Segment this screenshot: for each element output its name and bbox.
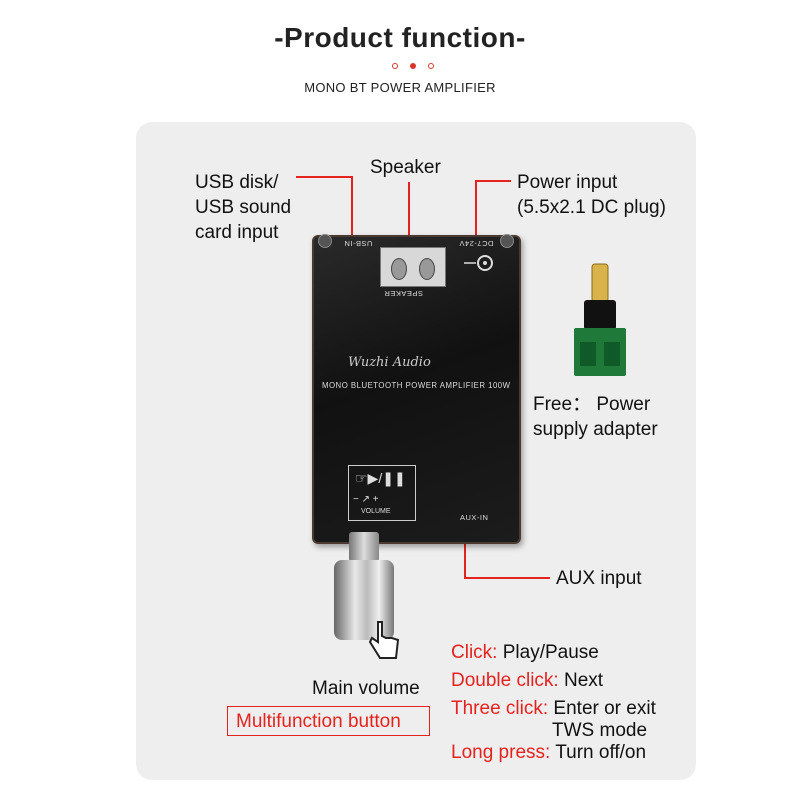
usb-pointer-line-v	[351, 176, 353, 238]
knob-shaft	[349, 532, 379, 562]
dot-outline	[428, 63, 434, 69]
hand-play-pause-icon: ☞▶/❚❚	[355, 470, 406, 486]
function-three-click: Three click: Enter or exit	[451, 698, 656, 719]
aux-pointer-line-v	[464, 540, 466, 578]
page-title: -Product function-	[274, 22, 526, 53]
dot-outline	[392, 63, 398, 69]
amplifier-board: USB-IN DC7-24V SPEAKER Wuzhi Audio MONO …	[312, 234, 521, 544]
power-label-1: Power input	[517, 172, 618, 193]
control-legend: ☞▶/❚❚ − ↗ + VOLUME	[348, 465, 416, 521]
speaker-pointer-line	[408, 182, 410, 242]
function-double-click: Double click: Next	[451, 670, 604, 691]
aux-in-marking: AUX-IN	[460, 513, 489, 522]
speaker-marking: SPEAKER	[384, 289, 423, 298]
dc-power-adapter-image	[574, 263, 626, 376]
screw-icon	[500, 234, 514, 248]
page-subtitle: MONO BT POWER AMPLIFIER	[304, 80, 496, 95]
speaker-label: Speaker	[370, 157, 441, 178]
dc-polarity-icon	[464, 255, 493, 271]
volume-marking: VOLUME	[361, 508, 391, 515]
usb-label-1: USB disk/	[195, 172, 279, 193]
aux-label: AUX input	[556, 568, 642, 589]
function-click: Click: Play/Pause	[451, 642, 599, 663]
model-marking: MONO BLUETOOTH POWER AMPLIFIER 100W	[322, 381, 511, 390]
title-dots	[386, 62, 446, 72]
screw-icon	[318, 234, 332, 248]
speaker-terminal-block	[380, 247, 446, 287]
multifunction-label: Multifunction button	[236, 711, 401, 732]
free-adapter-label-2: supply adapter	[533, 419, 658, 440]
power-pointer-line-h	[475, 180, 511, 182]
aux-pointer-line-h	[464, 577, 550, 579]
volume-knob[interactable]	[334, 560, 394, 640]
volume-curve-icon: − ↗ +	[353, 494, 379, 505]
usb-label-3: card input	[195, 222, 279, 243]
usb-pointer-line-h	[296, 176, 352, 178]
power-pointer-line-v	[475, 180, 477, 240]
function-long-press: Long press: Turn off/on	[451, 742, 647, 763]
usb-label-2: USB sound	[195, 197, 292, 218]
power-label-2: (5.5x2.1 DC plug)	[517, 197, 666, 218]
dc-marking: DC7-24V	[459, 239, 494, 248]
hand-pointer-icon	[368, 621, 400, 659]
free-adapter-label-1: Free： Power	[533, 394, 651, 415]
main-volume-label: Main volume	[312, 678, 420, 699]
dot-filled	[410, 63, 416, 69]
brand-logo: Wuzhi Audio	[348, 355, 431, 370]
terminal-screw-icon	[419, 258, 435, 280]
multifunction-box	[227, 706, 430, 736]
function-three-click-cont: TWS mode	[552, 720, 648, 741]
terminal-screw-icon	[391, 258, 407, 280]
usb-in-marking: USB-IN	[344, 239, 373, 248]
